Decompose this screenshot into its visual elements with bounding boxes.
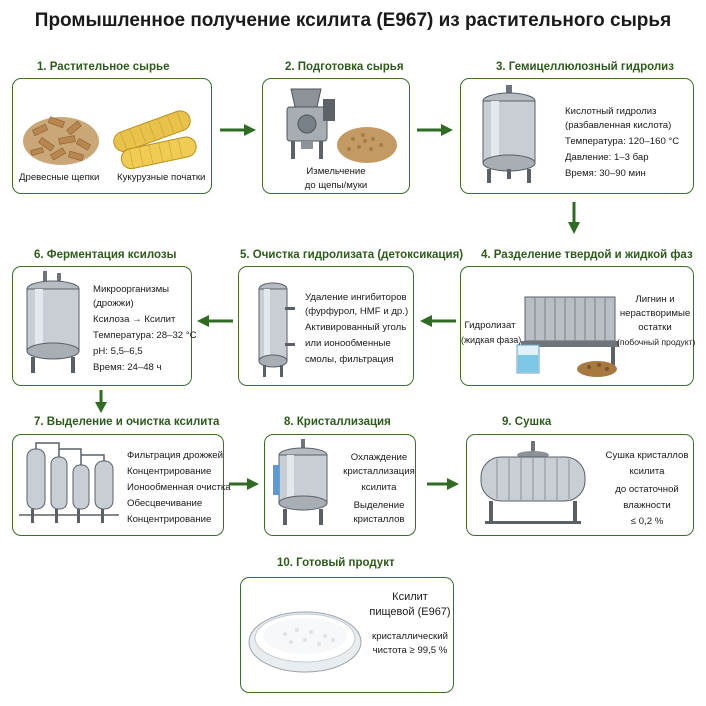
step-5-label-4: или ионообменные <box>305 338 391 349</box>
step-3-label-5: Время: 30–90 мин <box>565 168 646 179</box>
arrow-4-5 <box>420 315 456 327</box>
step-8-label-3: ксилита <box>361 482 397 493</box>
step-6-label-2: (дрожжи) <box>93 298 134 309</box>
arrow-5-6 <box>197 315 233 327</box>
step-4-label-4: нерастворимые <box>619 308 691 319</box>
step-3-label-4: Давление: 1–3 бар <box>565 152 649 163</box>
step-5-label-5: смолы, фильтрация <box>305 354 394 365</box>
step-4-title: 4. Разделение твердой и жидкой фаз <box>481 249 693 261</box>
step-9-label-4: влажности <box>623 500 671 511</box>
grinder-image <box>286 88 397 163</box>
step-4-label-3: Лигнин и <box>635 294 675 305</box>
step-1-title: 1. Растительное сырье <box>37 61 170 73</box>
step-8-title: 8. Кристаллизация <box>284 416 391 428</box>
step-2-box: Измельчение до щепы/муки <box>262 78 410 194</box>
step-10-label-3: кристаллический <box>372 631 448 642</box>
step-6-box: Микроорганизмы (дрожжи) Ксилоза → Ксилит… <box>12 266 197 386</box>
wood-chips-corn-image <box>23 110 197 170</box>
step-2-label-1: Измельчение <box>306 166 366 177</box>
step-4-box: Гидролизат (жидкая фаза) Лигнин и нераст… <box>460 266 696 386</box>
step-6-label-5: pH: 5,5–6,5 <box>93 346 143 357</box>
step-4-label-2: (жидкая фаза) <box>461 335 522 345</box>
beaker-icon <box>516 344 540 374</box>
wood-chips-icon <box>23 116 99 165</box>
step-7-label-4: Обесцвечивание <box>127 498 203 509</box>
step-10-title: 10. Готовый продукт <box>277 557 395 569</box>
rotary-dryer-icon <box>480 441 586 524</box>
step-9-label-1: Сушка кристаллов <box>605 450 689 461</box>
crystallizer-image <box>273 439 328 525</box>
arrow-3-4 <box>568 202 580 234</box>
filter-press-icon <box>521 296 619 367</box>
grinder-icon <box>286 88 335 159</box>
step-8-label-1: Охлаждение <box>350 452 408 463</box>
step-8-label-2: кристаллизация <box>343 466 415 477</box>
crystallizer-icon <box>273 439 328 525</box>
step-5-label-2: (фурфурол, HMF и др.) <box>305 306 409 317</box>
step-4-label-6: (побочный продукт) <box>617 337 696 347</box>
step-4-label-5: остатки <box>638 322 672 333</box>
step-4-label-1: Гидролизат <box>464 320 516 331</box>
arrow-8-9 <box>427 478 459 490</box>
step-9-box: Сушка кристаллов ксилита до остаточной в… <box>466 434 694 536</box>
xylitol-dish-image <box>248 611 362 673</box>
step-3-label-2: (разбавленная кислота) <box>565 120 672 131</box>
step-9-title: 9. Сушка <box>502 416 552 428</box>
step-3-box: Кислотный гидролиз (разбавленная кислота… <box>460 78 694 194</box>
detox-column-image <box>258 282 295 377</box>
step-5-label-1: Удаление ингибиторов <box>305 292 407 303</box>
step-3-title: 3. Гемицеллюлозный гидролиз <box>496 61 674 73</box>
step-6-title: 6. Ферментация ксилозы <box>34 249 177 261</box>
step-10-label-1: Ксилит <box>392 591 428 603</box>
reactor-icon <box>482 85 536 183</box>
step-8-label-4: Выделение <box>353 500 405 511</box>
step-6-label-4: Температура: 28–32 °C <box>93 330 197 341</box>
fermenter-image <box>26 271 80 373</box>
filter-press-image <box>516 296 619 377</box>
column-icon <box>258 282 295 377</box>
step-7-label-1: Фильтрация дрожжей <box>127 450 223 461</box>
step-5-label-3: Активированный уголь <box>305 322 407 333</box>
step-7-box: Фильтрация дрожжей Концентрирование Ионо… <box>12 434 231 536</box>
distillation-columns-icon <box>26 448 114 510</box>
wood-chips-label: Древесные щепки <box>19 172 100 183</box>
step-6-label-3: Ксилоза → Ксилит <box>93 314 176 325</box>
page-title: Промышленное получение ксилита (E967) из… <box>34 10 672 31</box>
step-7-label-3: Ионообменная очистка <box>127 482 231 493</box>
arrow-1-2 <box>220 124 256 136</box>
arrow-2-3 <box>417 124 453 136</box>
step-7-title: 7. Выделение и очистка ксилита <box>34 416 220 428</box>
step-2-title: 2. Подготовка сырья <box>285 61 404 73</box>
corn-cobs-icon <box>113 110 197 170</box>
arrow-6-7 <box>95 390 107 413</box>
step-6-label-6: Время: 24–48 ч <box>93 362 162 373</box>
petri-dish-icon <box>248 611 362 673</box>
step-8-box: Охлаждение кристаллизация ксилита Выделе… <box>264 434 416 536</box>
step-1-box: Древесные щепки Кукурузные початки <box>12 78 212 194</box>
step-9-label-5: ≤ 0,2 % <box>630 516 664 527</box>
hydrolysis-reactor-image <box>482 85 536 183</box>
lignin-pile-icon <box>577 361 617 377</box>
step-7-label-5: Концентрирование <box>127 514 212 525</box>
dryer-image <box>480 441 586 524</box>
step-6-label-1: Микроорганизмы <box>93 284 170 295</box>
step-7-label-2: Концентрирование <box>127 466 212 477</box>
step-9-label-3: до остаточной <box>615 484 679 495</box>
step-3-label-3: Температура: 120–160 °C <box>565 136 680 147</box>
step-10-box: Ксилит пищевой (E967) кристаллический чи… <box>240 577 454 693</box>
step-2-label-2: до щепы/муки <box>304 180 368 191</box>
step-10-label-4: чистота ≥ 99,5 % <box>372 645 448 656</box>
arrow-7-8 <box>229 478 259 490</box>
corn-cobs-label: Кукурузные початки <box>117 172 206 183</box>
step-8-label-5: кристаллов <box>353 514 405 525</box>
sawdust-pile-icon <box>337 127 397 163</box>
purification-plant-image <box>19 442 119 523</box>
step-9-label-2: ксилита <box>629 466 665 477</box>
step-3-label-1: Кислотный гидролиз <box>565 106 657 117</box>
fermenter-icon <box>26 271 80 373</box>
step-5-title: 5. Очистка гидролизата (детоксикация) <box>240 249 464 261</box>
step-10-label-2: пищевой (E967) <box>369 606 451 618</box>
step-5-box: Удаление ингибиторов (фурфурол, HMF и др… <box>238 266 414 386</box>
